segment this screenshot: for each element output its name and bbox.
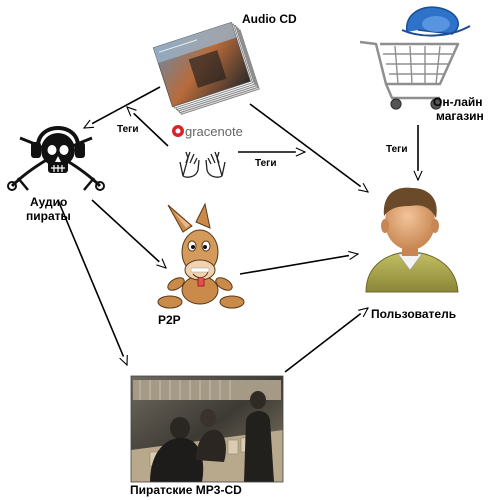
edge-cd-to-pirates xyxy=(84,86,161,129)
audio-cd-label: Audio CD xyxy=(242,12,297,26)
shopping-cart-icon xyxy=(359,40,460,110)
shop-e-logo-icon xyxy=(401,6,471,37)
pirate-cd-label: Пиратские MP3-CD xyxy=(130,483,242,497)
audio-pirates-label-line1: Аудио xyxy=(30,195,67,209)
edge-pirates-to-p2p xyxy=(91,199,166,268)
gracenote-logo-icon: gracenote xyxy=(172,124,243,139)
gracenote-logo-text: gracenote xyxy=(185,124,243,139)
edge-label-gracenote-to-user: Теги xyxy=(255,158,276,169)
edge-cd-to-user xyxy=(249,103,368,192)
edge-gracenote-to-pirates xyxy=(127,107,169,147)
edge-pirates-to-pirate-cd xyxy=(57,199,127,365)
edge-label-gracenote-to-pirates: Теги xyxy=(117,124,138,135)
audio-pirates-label-line2: пираты xyxy=(26,209,71,223)
user-avatar-icon xyxy=(365,187,459,293)
pirate-cd-market-photo xyxy=(130,375,284,483)
cd-stack-icon xyxy=(152,21,260,115)
edge-pirate-cd-to-user xyxy=(284,308,368,373)
online-shop-label-line2: магазин xyxy=(436,109,484,123)
online-shop-label-line1: Он-лайн xyxy=(433,95,483,109)
user-label: Пользователь xyxy=(371,307,456,321)
p2p-label: P2P xyxy=(158,313,181,327)
edge-p2p-to-user xyxy=(239,254,358,275)
edge-label-shop-to-user: Теги xyxy=(386,144,407,155)
hands-icon xyxy=(179,151,226,178)
donkey-mascot-icon xyxy=(157,202,245,309)
skull-crossbones-icon xyxy=(7,126,105,191)
edges xyxy=(57,86,418,373)
